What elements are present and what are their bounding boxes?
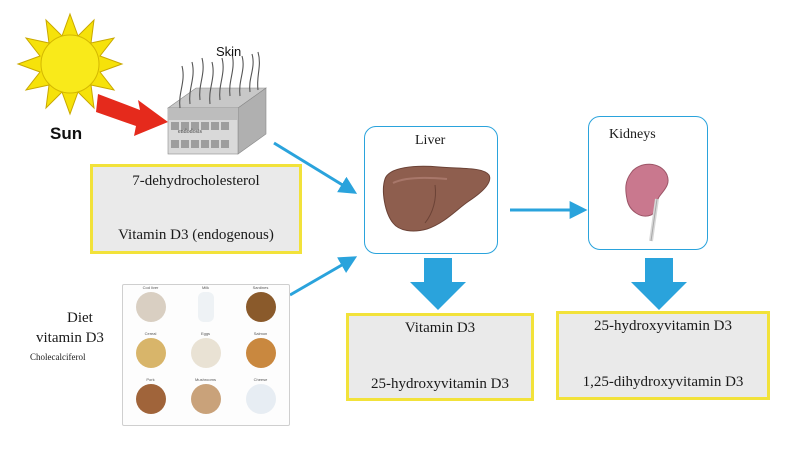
food-item: Mushrooms [178, 377, 233, 423]
box-bottom-text: 25-hydroxyvitamin D3 [371, 376, 509, 392]
diet-to-liver-arrow [289, 256, 358, 297]
diet-food-grid: Cod liver Milk Sardines Cereal Eggs Salm… [122, 284, 290, 426]
food-item: Sardines [233, 285, 288, 331]
mushrooms-icon [190, 384, 221, 414]
food-caption: Mushrooms [195, 377, 216, 382]
liver-label: Liver [415, 133, 446, 148]
cod-liver-icon [135, 292, 166, 322]
sun-icon [16, 12, 124, 116]
box-bottom-text: Vitamin D3 (endogenous) [118, 227, 274, 243]
kidney-conversion-box: 25-hydroxyvitamin D3 1,25-dihydroxyvitam… [556, 311, 770, 400]
box-top-text: 7-dehydrocholesterol [132, 173, 260, 189]
food-item: Cod liver [123, 285, 178, 331]
liver-icon [382, 165, 491, 232]
food-caption: Salmon [253, 331, 268, 336]
food-caption: Cod liver [142, 285, 159, 290]
skin-conversion-box: 7-dehydrocholesterol Vitamin D3 (endogen… [90, 164, 302, 254]
diet-vitamin-label: vitamin D3 [36, 330, 104, 346]
food-caption: Milk [201, 285, 210, 290]
diet-cholecalciferol-label: Cholecalciferol [30, 352, 86, 362]
box-top-text: Vitamin D3 [404, 320, 476, 336]
food-item: Cereal [123, 331, 178, 377]
food-caption: Eggs [200, 331, 211, 336]
box-top-text: 25-hydroxyvitamin D3 [594, 318, 732, 334]
food-item: Eggs [178, 331, 233, 377]
food-caption: Cheese [253, 377, 268, 382]
salmon-icon [245, 338, 276, 368]
food-item: Salmon [233, 331, 288, 377]
skin-label: Skin [216, 44, 242, 59]
milk-icon [197, 292, 214, 322]
liver-conversion-box: Vitamin D3 25-hydroxyvitamin D3 [346, 313, 534, 401]
box-bottom-text: 1,25-dihydroxyvitamin D3 [582, 374, 744, 390]
skin-layer-label: endodosis [178, 129, 202, 135]
liver-card: Liver [364, 126, 498, 254]
sun-to-skin-arrow [96, 94, 168, 136]
cereal-icon [135, 338, 166, 368]
diet-label: Diet [67, 310, 93, 326]
eggs-icon [190, 338, 221, 368]
kidneys-big-down-arrow [631, 258, 687, 310]
cheese-icon [245, 384, 276, 414]
food-caption: Cereal [144, 331, 157, 336]
kidney-icon [625, 163, 669, 242]
liver-big-down-arrow [410, 258, 466, 310]
food-item: Cheese [233, 377, 288, 423]
skin-to-liver-arrow [273, 141, 358, 194]
food-caption: Pork [146, 377, 155, 382]
food-item: Milk [178, 285, 233, 331]
sun-label: Sun [50, 124, 83, 143]
kidneys-card: Kidneys [588, 116, 708, 250]
skin-illustration [167, 51, 267, 155]
sardines-icon [245, 292, 276, 322]
food-item: Pork [123, 377, 178, 423]
pork-icon [135, 384, 166, 414]
kidneys-label: Kidneys [609, 127, 656, 142]
food-caption: Sardines [252, 285, 269, 290]
